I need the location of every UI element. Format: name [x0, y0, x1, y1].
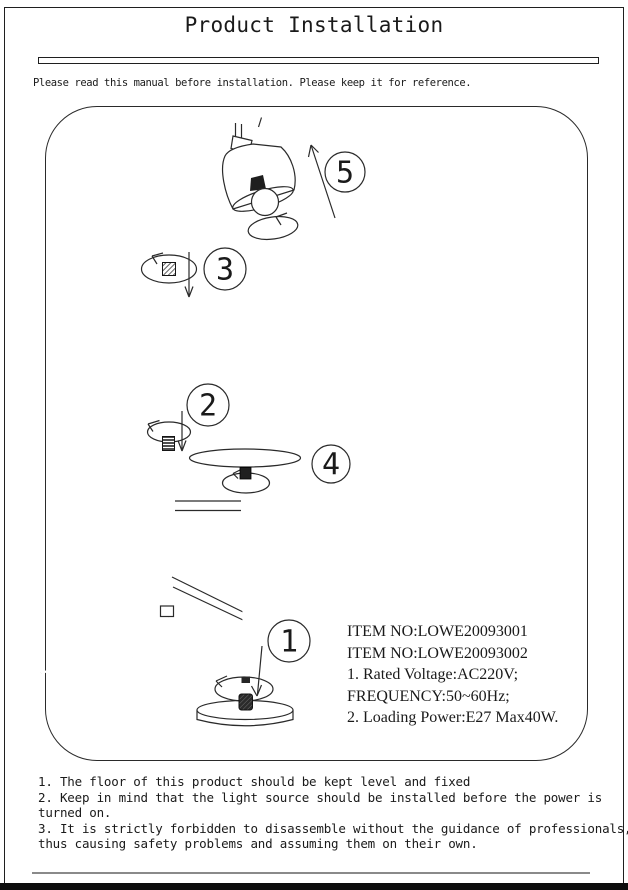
support-braces [171, 500, 244, 621]
lamp-shade [221, 123, 299, 241]
item-info-line: 2. Loading Power:E27 Max40W. [347, 709, 559, 726]
bulb-socket [250, 175, 266, 191]
joint-upper [140, 252, 198, 298]
page-bottom-edge [0, 883, 628, 890]
intro-text: Please read this manual before installat… [33, 77, 472, 89]
lamp-tray-table [188, 448, 302, 468]
callout-3-number: 3 [216, 253, 234, 288]
callout-1-arrow [250, 645, 263, 697]
title-divider-bar [38, 57, 599, 64]
callout-3: 3 [203, 247, 247, 291]
callout-1: 1 [267, 619, 311, 663]
lower-pole [221, 467, 271, 683]
item-info-line: ITEM NO:LOWE20093002 [347, 644, 528, 662]
upper-joint-coupler [162, 262, 176, 276]
item-info-line: 1. Rated Voltage:AC220V; [347, 666, 519, 683]
safety-notes: 1. The floor of this product should be k… [38, 774, 628, 852]
callout-4-number: 4 [322, 448, 340, 483]
light-bulb [250, 187, 280, 217]
note-line: 1. The floor of this product should be k… [38, 774, 471, 789]
note-line: turned on. [38, 805, 112, 820]
power-cord [40, 616, 170, 675]
callout-4: 4 [311, 444, 351, 484]
tray-coupler [239, 467, 252, 480]
callout-5-arrow [307, 144, 336, 219]
diagram-panel [45, 106, 588, 761]
callout-2: 2 [186, 383, 230, 427]
page-title: Product Installation [184, 13, 444, 37]
callout-1-number: 1 [280, 625, 298, 660]
note-line: thus causing safety problems and assumin… [38, 836, 478, 851]
base-bolt [238, 693, 253, 711]
item-info-block: ITEM NO:LOWE20093001 ITEM NO:LOWE2009300… [347, 621, 558, 729]
floor-lamp-diagram: 5 3 2 [40, 117, 366, 727]
pole-thread [162, 436, 175, 451]
lower-pole-thread-tip [241, 676, 250, 683]
item-info-line: FREQUENCY:50~60Hz; [347, 687, 510, 705]
item-info-line: ITEM NO:LOWE20093001 [347, 623, 528, 640]
lamp-arch-pole [159, 117, 263, 618]
callout-5-number: 5 [336, 156, 354, 191]
note-line: 3. It is strictly forbidden to disassemb… [38, 820, 628, 836]
lamp-base [196, 675, 294, 727]
callout-2-number: 2 [199, 389, 217, 424]
note-line: 2. Keep in mind that the light source sh… [38, 789, 603, 805]
joint-middle [146, 411, 192, 452]
rotate-arrow-upper-joint [140, 254, 198, 284]
rotate-arrow-shade [247, 212, 299, 241]
pole-end-cap [159, 605, 175, 618]
bottom-divider-line [32, 872, 590, 874]
callout-5: 5 [324, 151, 366, 193]
